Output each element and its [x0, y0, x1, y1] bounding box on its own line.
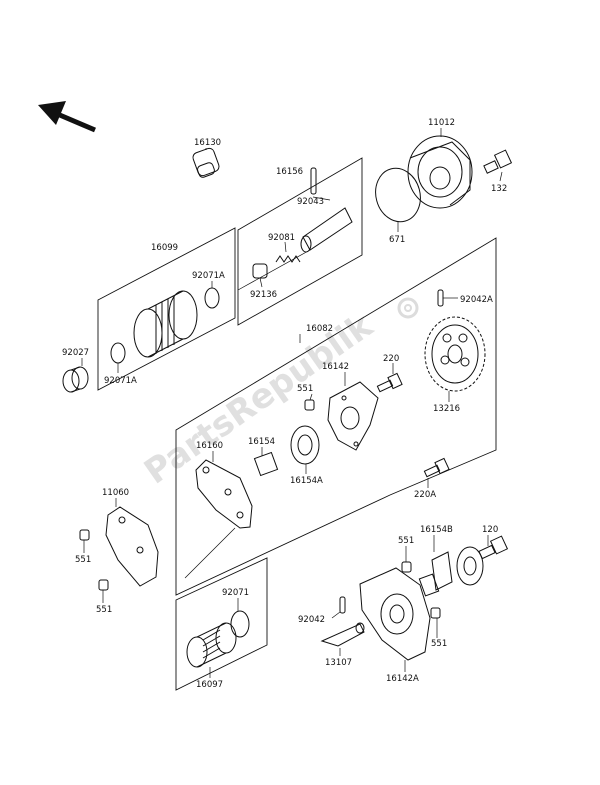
part-11012-cover[interactable]	[407, 135, 473, 209]
part-16154B-rotor[interactable]	[418, 546, 484, 597]
label-16160: 16160	[196, 441, 223, 451]
part-220A-bolt[interactable]	[423, 457, 450, 478]
label-132: 132	[491, 184, 507, 194]
part-671-o-ring[interactable]	[370, 163, 426, 227]
part-551-right-dowel[interactable]	[430, 607, 441, 619]
part-11060-gasket[interactable]	[105, 506, 159, 587]
label-92071A-bottom: 92071A	[104, 376, 137, 386]
part-16097-strainer[interactable]	[186, 622, 237, 668]
part-92071-gasket[interactable]	[230, 610, 250, 638]
label-92081: 92081	[268, 233, 295, 243]
part-92071A-bottom-gasket[interactable]	[110, 342, 126, 364]
label-16097: 16097	[196, 680, 223, 690]
part-551-left-upper-dowel[interactable]	[79, 529, 90, 541]
label-92071: 92071	[222, 588, 249, 598]
direction-arrow-icon	[38, 101, 96, 133]
part-13216-gear[interactable]	[424, 316, 486, 392]
part-220-bolt[interactable]	[376, 372, 403, 393]
label-16156: 16156	[276, 167, 303, 177]
label-92042A: 92042A	[460, 295, 493, 305]
label-551-mid: 551	[398, 536, 414, 546]
label-16154: 16154	[248, 437, 275, 447]
label-92042: 92042	[298, 615, 325, 625]
part-92071A-top-gasket[interactable]	[204, 287, 220, 309]
label-16130: 16130	[194, 138, 221, 148]
label-551-right: 551	[431, 639, 447, 649]
part-551-mid-dowel[interactable]	[401, 561, 412, 573]
part-16130-fitting[interactable]	[192, 147, 221, 178]
label-16082: 16082	[306, 324, 333, 334]
part-labels: 16130 16156 11012 132 92043 16099 92081 …	[62, 118, 507, 690]
part-551-left-lower-dowel[interactable]	[98, 579, 109, 591]
label-92071A-top: 92071A	[192, 271, 225, 281]
label-92136: 92136	[250, 290, 277, 300]
frame-strainer-group	[175, 557, 268, 691]
part-16154-inner-rotor[interactable]	[253, 451, 279, 477]
part-16142A-pump-body[interactable]	[359, 567, 431, 661]
part-16154A-outer-rotor[interactable]	[290, 425, 320, 465]
label-220A: 220A	[414, 490, 436, 500]
label-16154B: 16154B	[420, 525, 453, 535]
label-220: 220	[383, 354, 399, 364]
part-13107-shaft[interactable]	[320, 622, 365, 647]
label-671: 671	[389, 235, 405, 245]
part-16156-pipe[interactable]	[300, 207, 353, 253]
label-92027: 92027	[62, 348, 89, 358]
label-551-top: 551	[297, 384, 313, 394]
part-120-bolt[interactable]	[478, 535, 509, 560]
label-16154A: 16154A	[290, 476, 323, 486]
label-16099: 16099	[151, 243, 178, 253]
label-11060: 11060	[102, 488, 129, 498]
part-551-top-dowel[interactable]	[304, 399, 315, 411]
gear-watermark-icon	[397, 297, 419, 319]
part-92042A-pin[interactable]	[437, 289, 444, 307]
part-92043-pin[interactable]	[310, 167, 317, 195]
part-16142-pump-housing[interactable]	[327, 381, 379, 451]
part-92081-spring[interactable]	[275, 255, 301, 263]
label-551-left-lower: 551	[96, 605, 112, 615]
label-120: 120	[482, 525, 498, 535]
part-16099-oil-filter[interactable]	[133, 290, 198, 358]
label-16142: 16142	[322, 362, 349, 372]
frame-oil-passage-group	[237, 157, 363, 326]
label-13107: 13107	[325, 658, 352, 668]
label-16142A: 16142A	[386, 674, 419, 684]
part-132-bolt[interactable]	[483, 149, 513, 174]
label-92043: 92043	[297, 197, 324, 207]
leader-lines	[81, 128, 503, 678]
part-92027-collar[interactable]	[62, 366, 89, 393]
label-551-left-upper: 551	[75, 555, 91, 565]
part-92136-collar[interactable]	[252, 263, 268, 279]
frame-oil-filter-group	[97, 227, 236, 391]
label-11012: 11012	[428, 118, 455, 128]
part-16160-plate[interactable]	[195, 459, 253, 529]
part-92042-pin[interactable]	[339, 596, 346, 614]
label-13216: 13216	[433, 404, 460, 414]
